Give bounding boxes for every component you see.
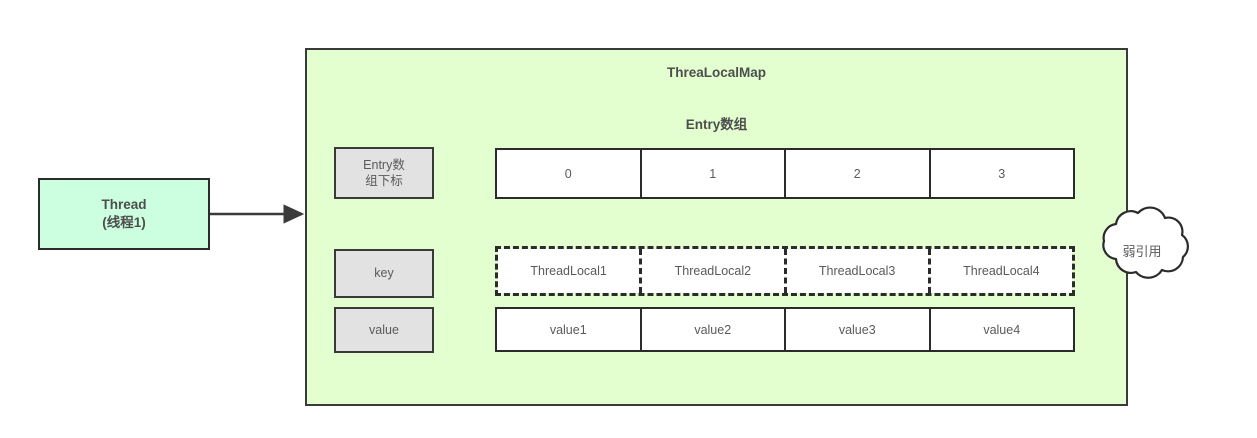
value-cell[interactable]: value1 <box>497 309 642 350</box>
entry-index-label-line1: Entry数 <box>363 157 405 172</box>
label-box-value[interactable]: value <box>334 307 434 353</box>
value-label: value <box>369 322 399 337</box>
weak-reference-label: 弱引用 <box>1122 244 1162 259</box>
entry-key-row: ThreadLocal1 ThreadLocal2 ThreadLocal3 T… <box>495 246 1075 296</box>
key-cell[interactable]: ThreadLocal4 <box>930 249 1072 293</box>
map-title: ThreaLocalMap <box>666 65 767 80</box>
entry-index-label-line2: 组下标 <box>365 174 403 188</box>
value-cell[interactable]: value3 <box>786 309 931 350</box>
entry-index-row: 0 1 2 3 <box>495 148 1075 199</box>
cloud-icon <box>1102 206 1189 279</box>
thread-label-line2: (线程1) <box>102 215 146 230</box>
entry-array-title: Entry数组 <box>685 117 748 132</box>
label-box-key[interactable]: key <box>334 249 434 298</box>
key-cell[interactable]: ThreadLocal3 <box>786 249 931 293</box>
entry-value-row: value1 value2 value3 value4 <box>495 307 1075 352</box>
index-cell[interactable]: 2 <box>786 150 931 197</box>
label-box-entry-array-index[interactable]: Entry数 组下标 <box>334 147 434 199</box>
thread-box[interactable]: Thread (线程1) <box>38 178 210 250</box>
index-cell[interactable]: 1 <box>641 150 786 197</box>
key-label: key <box>374 266 394 281</box>
value-cell[interactable]: value2 <box>641 309 786 350</box>
index-cell[interactable]: 3 <box>930 150 1073 197</box>
key-cell[interactable]: ThreadLocal1 <box>498 249 643 293</box>
value-cell[interactable]: value4 <box>930 309 1073 350</box>
key-cell[interactable]: ThreadLocal2 <box>642 249 787 293</box>
thread-label-line1: Thread <box>101 196 147 212</box>
index-cell[interactable]: 0 <box>497 150 642 197</box>
